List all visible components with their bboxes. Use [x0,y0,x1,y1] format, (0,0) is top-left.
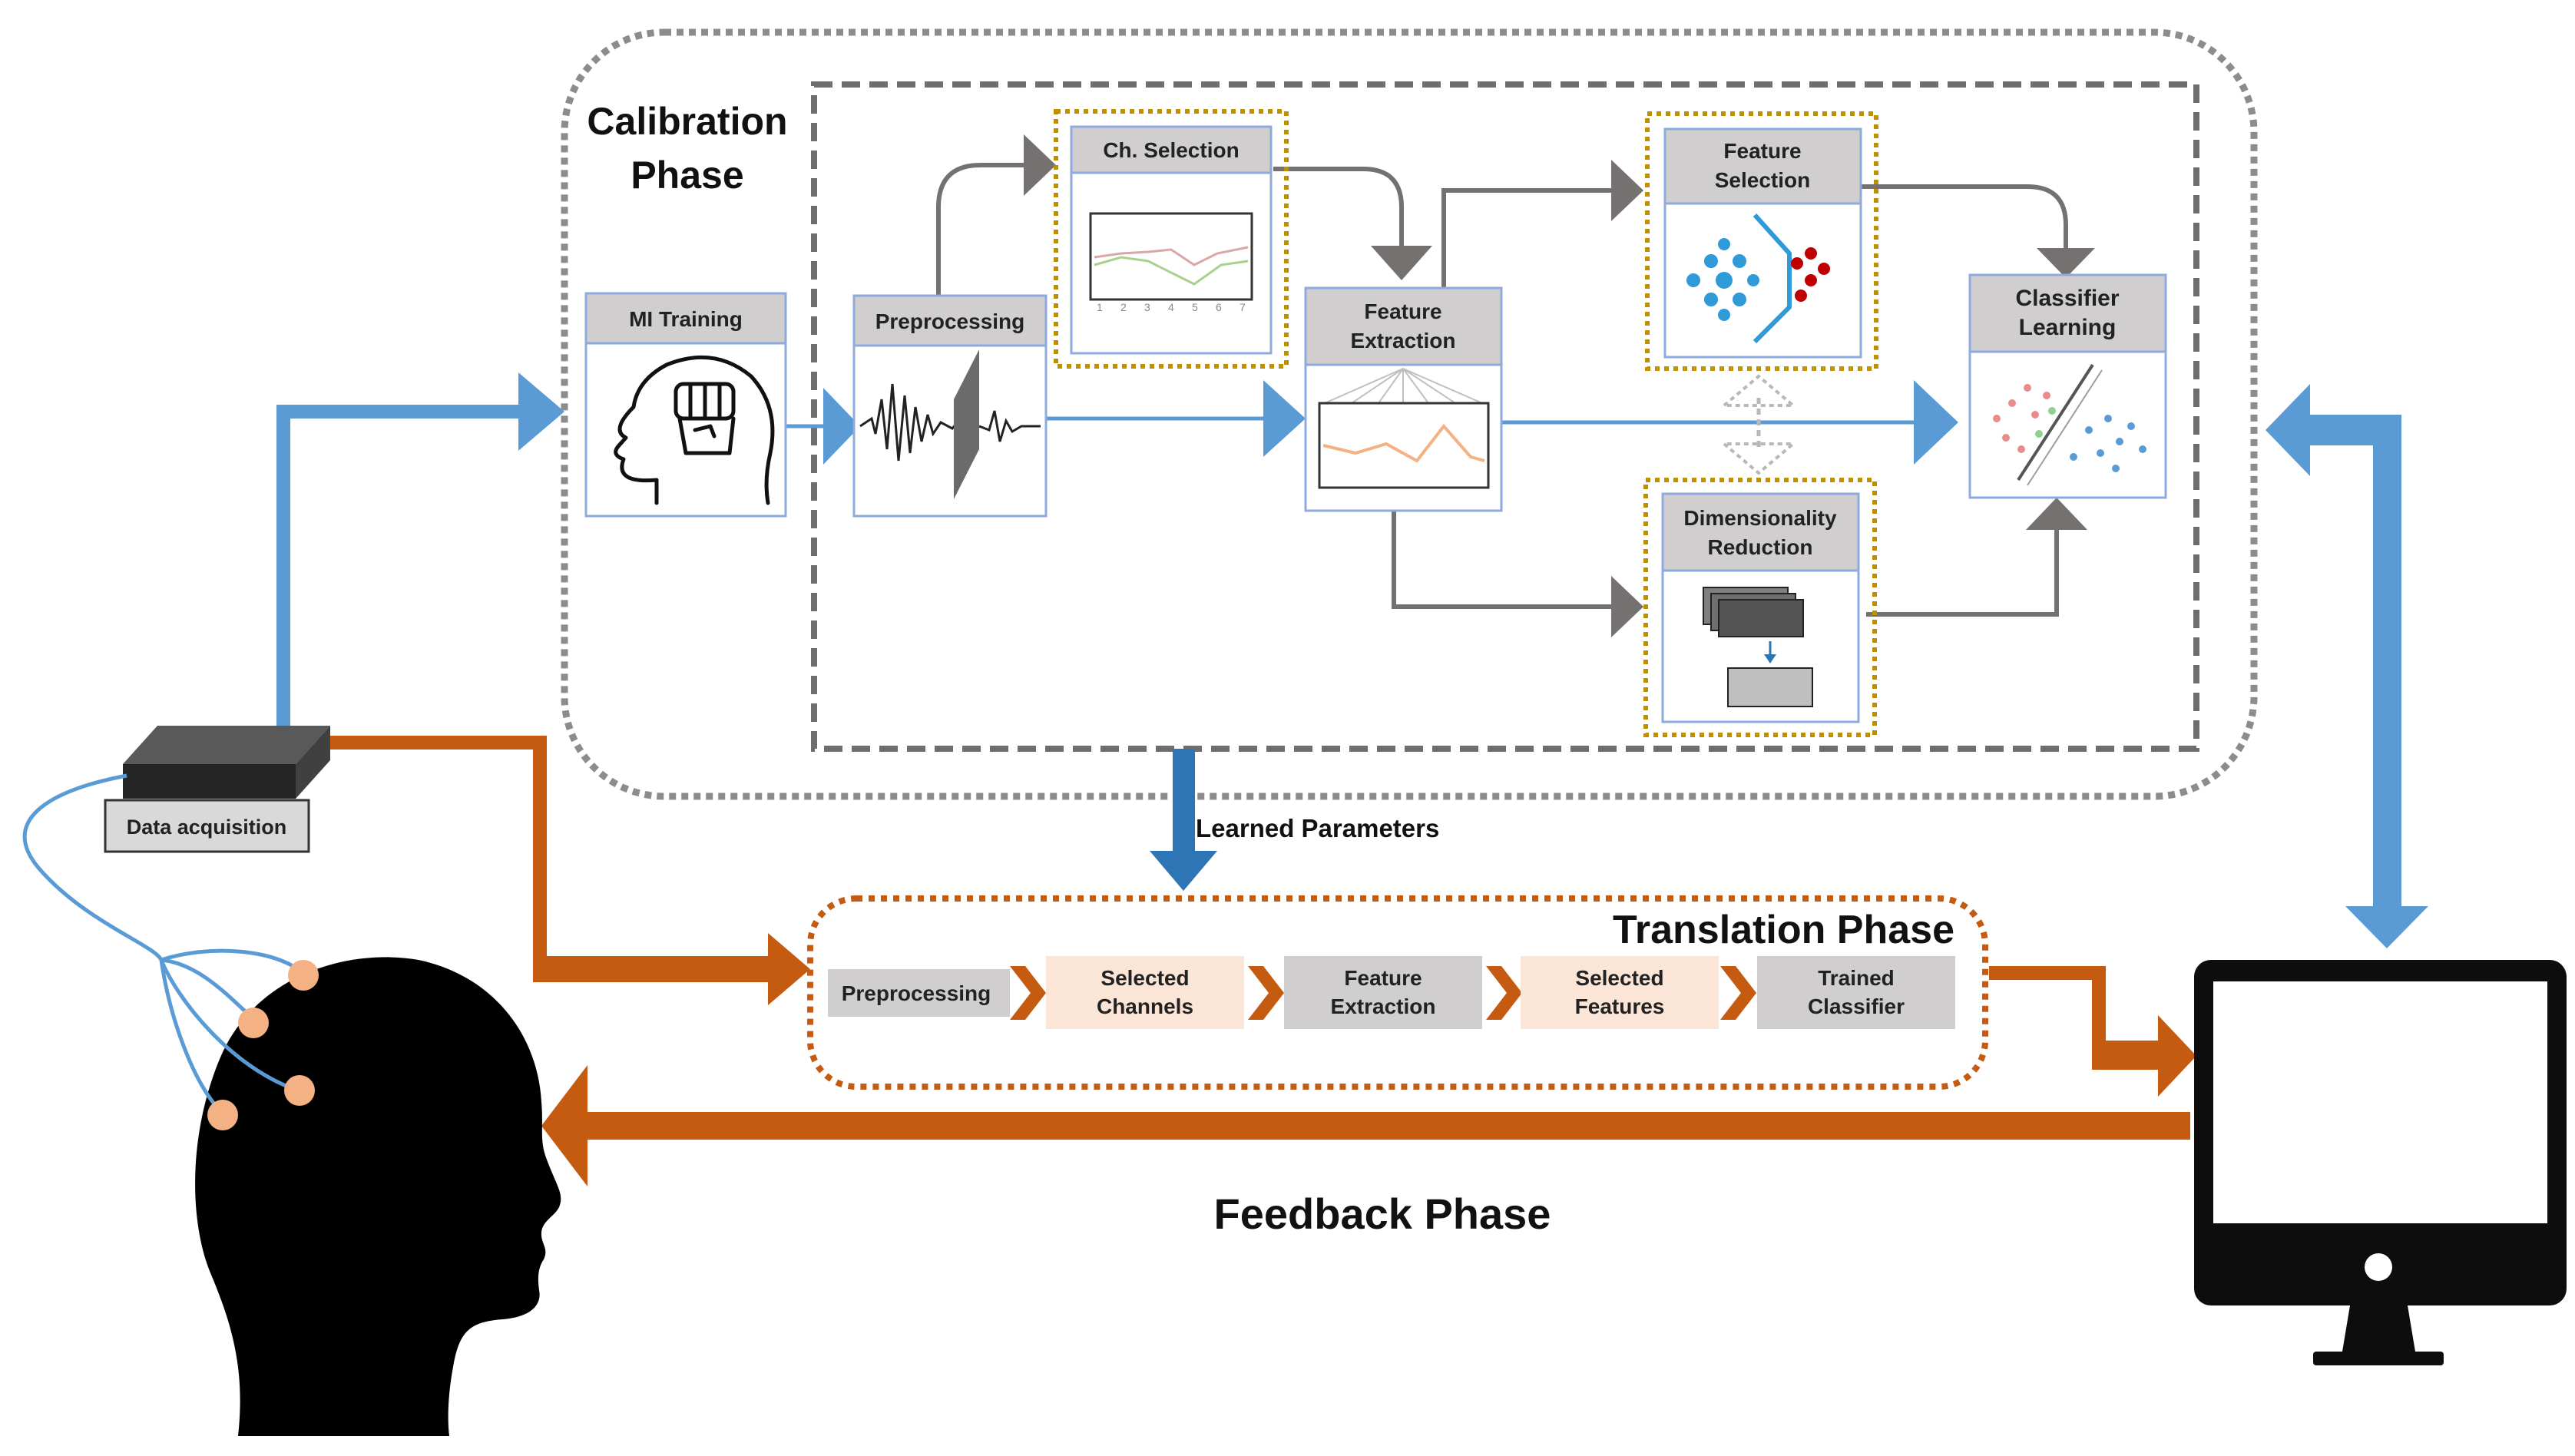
eeg-signal-icon [859,383,965,462]
feature-selection-label-line2: Selection [1715,168,1810,192]
blue-double-arrow-monitor [2266,384,2428,948]
translation-step-3-line1: Feature [1344,966,1422,990]
feature-selection-box: Feature Selection [1645,111,1878,371]
classifier-label-line1: Classifier [2015,286,2119,311]
translation-step-3-line2: Extraction [1331,994,1436,1018]
human-head-silhouette [195,957,561,1436]
translation-step-4-line2: Features [1575,994,1665,1018]
classifier-learning-box: Classifier Learning [1968,273,2167,499]
gray-head-fe [1371,246,1432,280]
translation-step-4-line1: Selected [1575,966,1663,990]
translation-step-2-line2: Channels [1097,994,1193,1018]
electrode-4 [207,1100,238,1130]
translation-step-trained-classifier: Trained Classifier [1757,956,1955,1029]
feature-extraction-box: Feature Extraction [1304,286,1503,512]
translation-step-5-line1: Trained [1818,966,1895,990]
translation-phase-title: Translation Phase [1613,908,1954,952]
ch-tick-5: 5 [1192,301,1198,313]
ch-selection-red-trace [1094,246,1249,266]
electrode-3 [284,1075,315,1106]
ch-tick-3: 3 [1144,301,1150,313]
ch-selection-green-trace [1094,256,1249,286]
gray-arrow-pre-to-chsel [936,163,1025,299]
translation-phase-border [807,895,1988,1090]
data-acquisition-device [123,726,330,799]
fsel-dr-link-down [1719,442,1798,475]
gray-head-fsel [1611,160,1643,221]
translation-step-5-line2: Classifier [1808,994,1905,1018]
feature-extraction-trace [1322,423,1485,463]
gray-arrow-fe-to-dr [1392,511,1613,609]
filter-plane-icon [954,349,979,499]
data-acquisition-label: Data acquisition [127,816,287,839]
ch-tick-1: 1 [1097,301,1103,313]
ch-selection-box: Ch. Selection 1 2 3 4 5 6 7 [1054,109,1289,369]
ch-selection-plot [1089,212,1253,301]
feedback-phase-label: Feedback Phase [1214,1190,1551,1238]
calibration-title-line2: Phase [631,154,743,197]
gray-head-chsel [1024,134,1056,196]
data-acquisition-label-box [104,799,310,853]
preprocessing-label: Preprocessing [875,309,1025,333]
dim-reduction-label-line1: Dimensionality [1683,506,1837,530]
feature-extraction-plot [1318,402,1490,489]
calibration-title-line1: Calibration [587,100,787,143]
gray-arrow-chsel-to-fe [1273,167,1404,246]
blue-arrowhead-fe [1263,380,1306,457]
orange-arrow-translation-to-monitor [1989,966,2196,1097]
translation-step-selected-features: Selected Features [1521,956,1719,1029]
head-fist-icon [614,355,775,505]
gray-head-classifier-top [2037,248,2095,278]
calibration-phase-border [561,28,2258,800]
blue-arrow-daq-to-mi [276,372,564,730]
chevron-3 [1486,966,1522,1020]
feature-extraction-fan [1324,368,1483,404]
mi-training-box: MI Training [584,292,787,518]
learned-parameters-label: Learned Parameters [1196,814,1439,842]
preprocessing-box: Preprocessing [852,294,1048,518]
chevron-1 [1010,966,1046,1020]
chevron-4 [1720,966,1756,1020]
ch-tick-7: 7 [1240,301,1246,313]
electrode-1 [288,960,319,991]
classifier-scatter-icon [1993,363,2146,486]
fsel-dr-link-up [1719,374,1798,407]
translation-step-2-line1: Selected [1100,966,1189,990]
chevron-2 [1248,966,1284,1020]
feedback-arrow [541,1065,2190,1186]
gray-arrow-fe-to-fsel [1441,188,1613,288]
orange-arrow-daq-to-translation [330,736,810,1005]
feature-extraction-label-line2: Extraction [1351,329,1456,352]
feature-selection-label-line1: Feature [1723,139,1801,163]
translation-step-preprocessing: Preprocessing [828,969,1010,1017]
gray-head-classifier-bottom [2026,498,2087,530]
translation-step-1-label: Preprocessing [842,981,991,1005]
gray-head-dr [1611,576,1643,637]
translation-step-selected-channels: Selected Channels [1046,956,1244,1029]
gray-arrow-fsel-to-classifier [1858,184,2068,248]
mi-training-label: MI Training [629,307,743,331]
ch-tick-2: 2 [1120,301,1127,313]
ch-tick-4: 4 [1168,301,1174,313]
dim-reduction-box: Dimensionality Reduction [1643,478,1877,737]
electrodes [207,960,319,1130]
ch-selection-label: Ch. Selection [1103,138,1239,162]
feature-selection-icon [1686,213,1830,344]
gray-arrow-dr-to-classifier [1866,528,2059,617]
calibration-inner-border [811,81,2199,752]
blue-arrowhead-classifier [1914,380,1958,465]
ch-tick-6: 6 [1216,301,1222,313]
electrode-2 [238,1008,269,1038]
learned-parameters-arrow [1150,749,1217,891]
classifier-label-line2: Learning [2019,315,2117,340]
dim-reduction-label-line2: Reduction [1708,535,1813,559]
translation-step-feature-extraction: Feature Extraction [1284,956,1482,1029]
feature-extraction-label-line1: Feature [1364,299,1441,323]
monitor-icon [2194,960,2567,1365]
blue-arrowhead-pre [823,388,860,465]
filtered-signal-icon [978,410,1041,442]
stack-reduction-icon [1703,587,1813,707]
